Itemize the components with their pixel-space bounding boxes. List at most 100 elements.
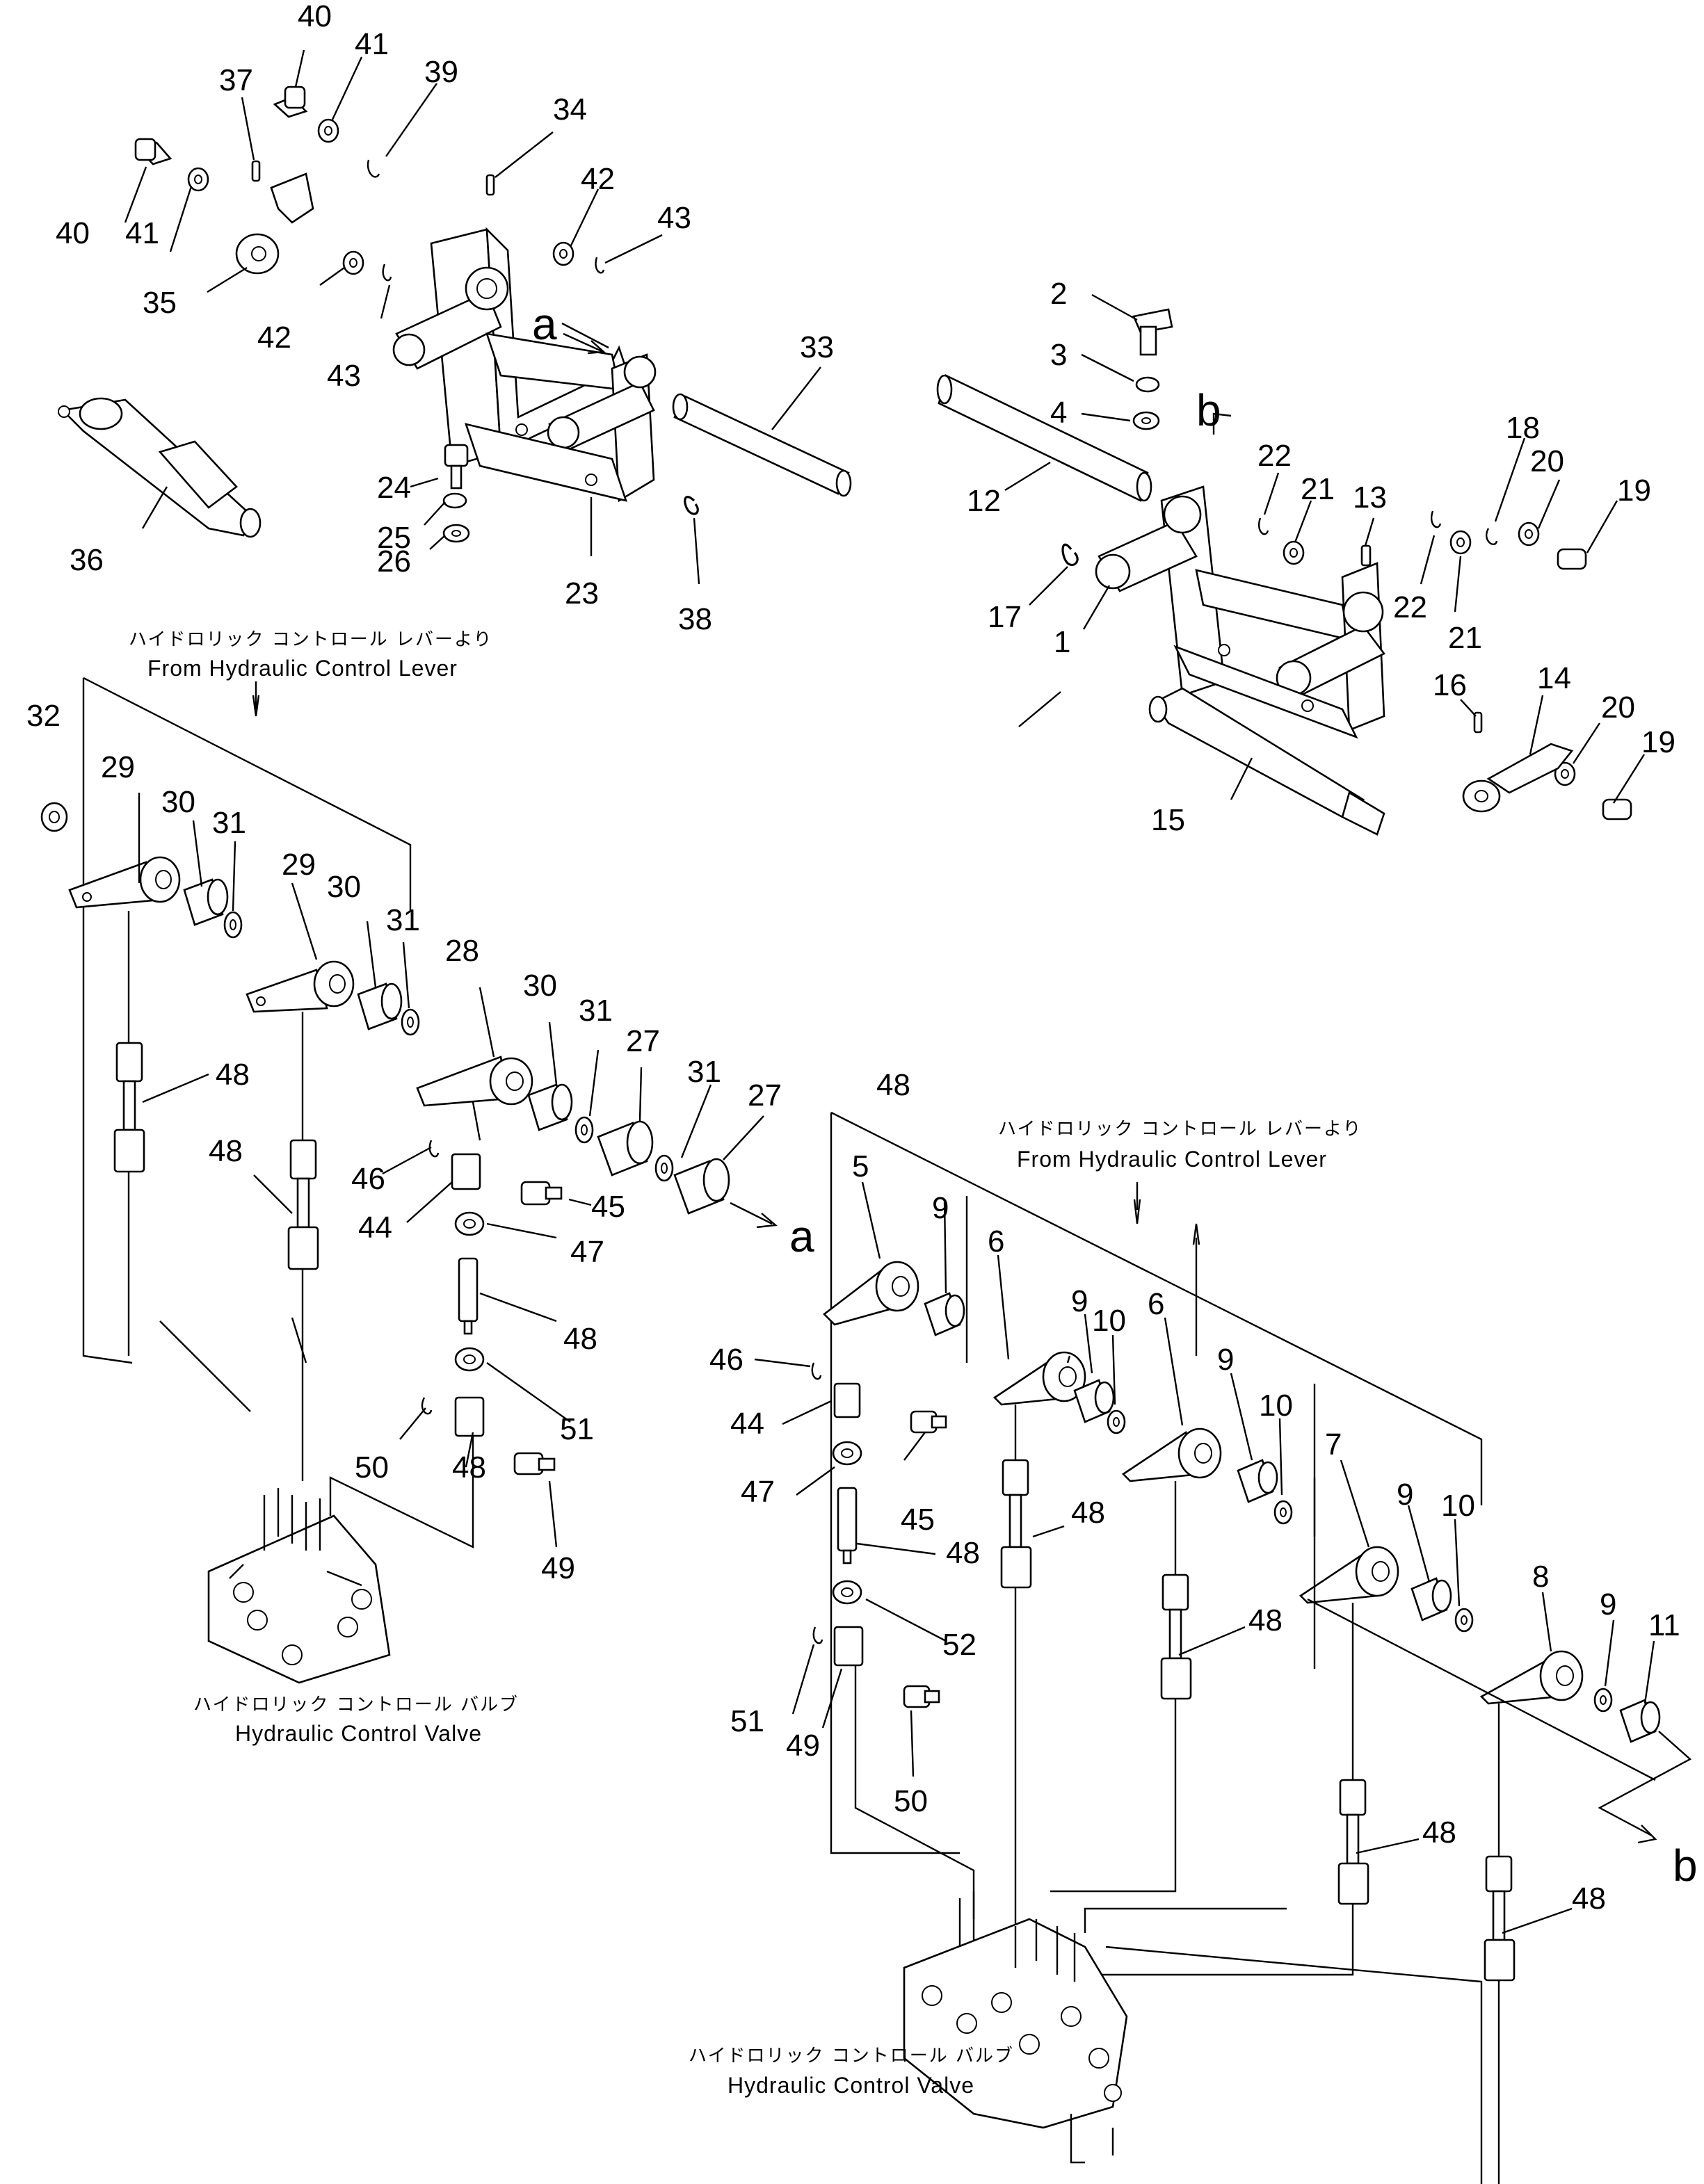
label-control-valve-en: Hydraulic Control Valve	[728, 2073, 974, 2098]
part-number: 9	[1071, 1284, 1088, 1318]
part-number: 48	[209, 1134, 243, 1168]
part-number: 27	[748, 1078, 782, 1113]
part-number: 10	[1441, 1489, 1475, 1523]
label-control-valve-ja: ハイドロリック コントロール バルブ	[193, 1694, 519, 1715]
part-number: 44	[358, 1211, 392, 1245]
part-number: 49	[541, 1551, 575, 1585]
part-number: 5	[852, 1149, 869, 1183]
part-number: 20	[1530, 444, 1564, 478]
ref-mark-b: b	[1673, 1841, 1698, 1891]
part-number: 46	[351, 1162, 385, 1196]
cylinder-15	[1148, 687, 1385, 836]
label-control-valve-en: Hydraulic Control Valve	[235, 1721, 482, 1746]
part-number: 31	[386, 903, 420, 937]
cylinder-36	[58, 397, 262, 538]
part-number: 4	[1050, 396, 1067, 430]
part-number: 51	[560, 1412, 594, 1446]
label-from-control-lever-ja: ハイドロリック コントロール レバーより	[129, 629, 493, 650]
part-number: 14	[1537, 661, 1571, 695]
part-number: 48	[1248, 1603, 1283, 1637]
part-number: 31	[579, 994, 613, 1028]
hydraulic-control-valve-left	[207, 1488, 391, 1684]
part-number: 49	[786, 1729, 820, 1763]
part-number: 32	[26, 699, 61, 733]
part-number: 21	[1448, 621, 1482, 655]
part-number: 27	[626, 1024, 660, 1058]
part-number: 39	[424, 55, 458, 89]
part-number: 10	[1092, 1304, 1126, 1338]
part-number: 8	[1532, 1560, 1549, 1594]
part-number: 9	[932, 1191, 949, 1225]
part-number: 28	[445, 934, 479, 968]
part-number: 21	[1301, 472, 1335, 506]
part-number: 20	[1601, 690, 1635, 725]
part-number: 2	[1050, 277, 1067, 311]
part-number: 9	[1600, 1587, 1616, 1621]
part-number: 45	[901, 1503, 935, 1537]
part-number: 48	[216, 1058, 250, 1092]
part-number: 45	[591, 1190, 625, 1224]
part-number: 6	[1148, 1287, 1164, 1321]
bracket-assembly-right	[936, 374, 1385, 739]
label-from-control-lever-en: From Hydraulic Control Lever	[1017, 1147, 1327, 1172]
part-number: 46	[709, 1343, 744, 1377]
part-number: 30	[327, 870, 361, 904]
label-from-control-lever-en: From Hydraulic Control Lever	[147, 656, 458, 681]
ref-mark-a: a	[789, 1211, 814, 1261]
part-number: 48	[1572, 1882, 1606, 1916]
shaft-33	[672, 393, 852, 497]
part-number: 22	[1393, 590, 1427, 624]
label-from-control-lever-ja: ハイドロリック コントロール レバーより	[998, 1119, 1363, 1140]
part-number: 42	[257, 321, 291, 355]
part-number-labels: 1 2 3 4 5 6 6 7 8 9 9 9 9 9 10 10 10 11 …	[26, 0, 1680, 1916]
part-number: 43	[657, 201, 691, 235]
part-number: 48	[452, 1450, 486, 1485]
part-number: 41	[125, 216, 159, 250]
part-number: 48	[876, 1068, 910, 1102]
part-number: 36	[70, 543, 104, 577]
part-number: 35	[143, 286, 177, 320]
part-number: 47	[741, 1475, 775, 1509]
part-number: 37	[219, 63, 253, 97]
part-number: 19	[1617, 474, 1651, 508]
part-number: 7	[1325, 1427, 1342, 1462]
leader-lines	[124, 49, 1655, 1934]
part-number: 34	[553, 92, 587, 127]
part-number: 25	[377, 521, 411, 555]
part-number: 40	[56, 216, 90, 250]
part-number: 26	[377, 544, 411, 579]
part-number: 11	[1648, 1608, 1680, 1642]
part-number: 51	[730, 1704, 764, 1738]
bracket-assembly-left	[392, 227, 657, 503]
part-number: 43	[327, 359, 361, 393]
part-number: 24	[377, 471, 411, 505]
part-number: 9	[1397, 1478, 1413, 1512]
part-number: 16	[1433, 668, 1467, 702]
part-number: 18	[1506, 411, 1540, 445]
linkage-group-right	[811, 1111, 1692, 2184]
ref-arrow-a	[563, 332, 602, 353]
part-number: 3	[1050, 338, 1067, 372]
part-number: 22	[1257, 439, 1292, 473]
part-number: 19	[1641, 725, 1675, 759]
part-number: 48	[563, 1322, 597, 1356]
part-number: 29	[282, 848, 316, 882]
part-number: 12	[967, 484, 1001, 518]
part-number: 50	[355, 1450, 389, 1485]
part-number: 31	[212, 806, 246, 840]
part-number: 52	[942, 1628, 976, 1662]
part-number: 50	[894, 1784, 928, 1818]
part-number: 10	[1259, 1389, 1293, 1423]
part-number: 48	[1422, 1815, 1456, 1850]
small-parts-top-left	[134, 86, 699, 543]
part-number: 29	[101, 750, 135, 784]
part-number: 9	[1217, 1343, 1234, 1377]
part-number: 41	[355, 27, 389, 61]
ref-mark-a: a	[532, 299, 557, 349]
linkage-group-left	[40, 677, 778, 1548]
part-number: 31	[687, 1055, 721, 1089]
part-number: 42	[581, 162, 615, 196]
part-number: 48	[1071, 1496, 1105, 1530]
hydraulic-control-valve-bottom	[903, 1891, 1128, 2164]
